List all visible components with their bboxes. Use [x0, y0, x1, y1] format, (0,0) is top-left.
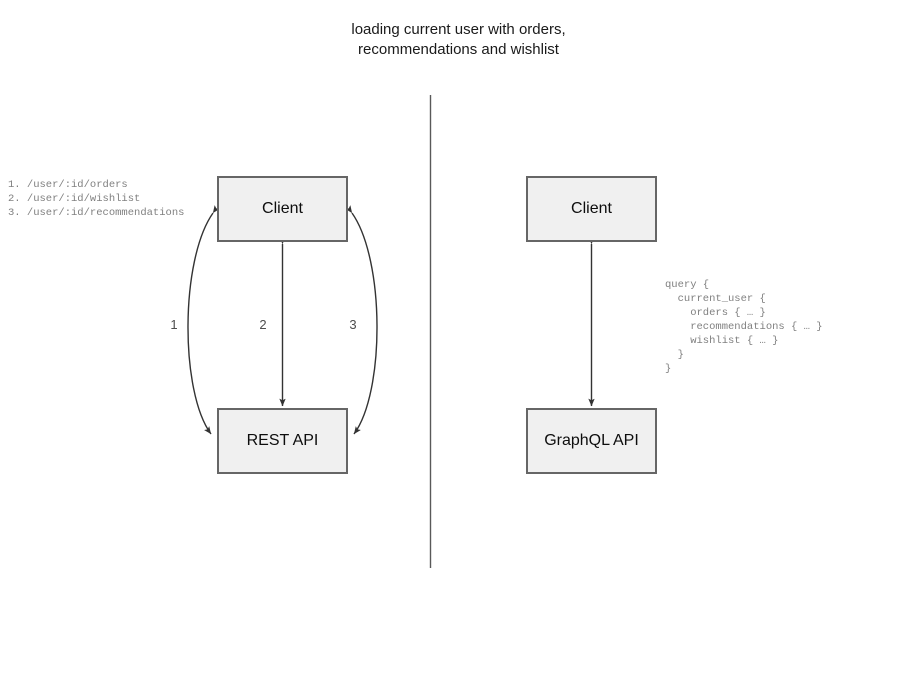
edge-arc-1 [187, 205, 220, 435]
node-label: REST API [246, 432, 319, 449]
graphql-query-snippet: query { current_user { orders { … } reco… [665, 279, 823, 375]
edge-label-2: 2 [259, 317, 267, 332]
node-client-rest[interactable]: Client [217, 176, 348, 242]
node-client-graphql[interactable]: Client [526, 176, 657, 242]
node-label: Client [262, 200, 303, 217]
node-rest-api[interactable]: REST API [217, 408, 348, 474]
node-label: GraphQL API [544, 432, 639, 449]
edge-label-3: 3 [349, 317, 357, 332]
diagram-title: loading current user with orders, recomm… [351, 21, 566, 58]
rest-endpoint-list: 1. /user/:id/orders 2. /user/:id/wishlis… [8, 179, 185, 219]
node-graphql-api[interactable]: GraphQL API [526, 408, 657, 474]
edge-arc-3 [345, 205, 378, 435]
node-label: Client [571, 200, 612, 217]
edge-label-1: 1 [170, 317, 178, 332]
